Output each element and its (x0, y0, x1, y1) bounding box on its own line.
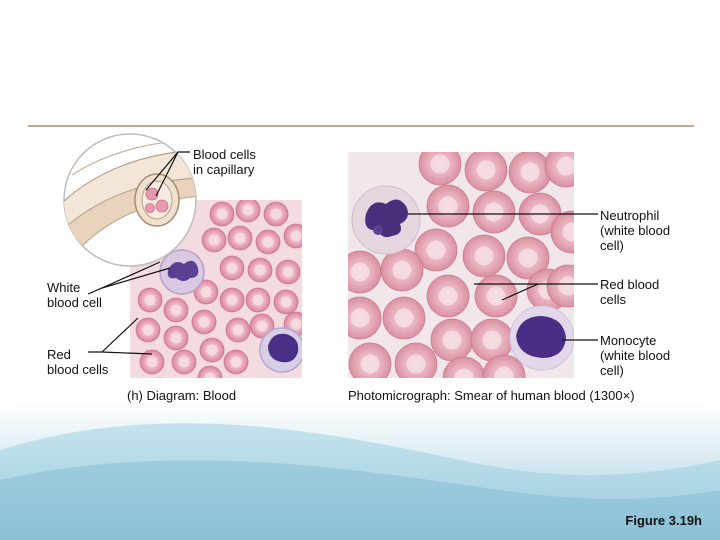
red-blood-cell-center (562, 222, 574, 242)
caption-diagram: (h) Diagram: Blood (127, 388, 237, 403)
red-blood-cell-center (518, 248, 538, 268)
label-line: (white blood (600, 348, 671, 363)
label-line: Blood cells (193, 147, 256, 162)
red-blood-cell-center (558, 276, 574, 296)
red-blood-cell-center (486, 286, 506, 306)
red-blood-cell-center (198, 316, 210, 328)
red-blood-cell-center (474, 246, 494, 266)
label-line: Red (47, 347, 71, 362)
red-blood-cell-center (484, 202, 504, 222)
red-blood-cell-center (476, 160, 496, 180)
red-blood-cell-center (252, 294, 264, 306)
red-blood-cell-center (178, 356, 190, 368)
label-line: cell) (600, 363, 624, 378)
header-rule (28, 125, 694, 127)
red-blood-cell-center (282, 266, 294, 278)
figure-number: Figure 3.19h (625, 513, 702, 528)
label-line: Red blood (600, 277, 660, 292)
label-red-blood-cells-right: Red blood cells (600, 277, 659, 307)
diagram-monocyte (259, 327, 302, 373)
red-blood-cell-center (438, 286, 458, 306)
label-line: Monocyte (600, 333, 657, 348)
red-blood-cell-center (256, 320, 268, 332)
label-line: cell) (600, 238, 624, 253)
red-blood-cell-center (234, 232, 246, 244)
diagram-white-cell (159, 249, 205, 295)
red-blood-cell-center (394, 308, 414, 328)
red-blood-cell-center (170, 304, 182, 316)
photo-monocyte (509, 305, 574, 371)
red-blood-cell-center (454, 368, 474, 378)
red-blood-cell-center (144, 294, 156, 306)
label-line: cells (600, 292, 627, 307)
background-wave (0, 423, 720, 540)
red-blood-cell-center (200, 286, 212, 298)
label-line: Neutrophil (600, 208, 660, 223)
red-blood-cell-center (280, 296, 292, 308)
label-white-blood-cell: White blood cell (47, 280, 102, 310)
red-blood-cell-center (142, 324, 154, 336)
red-blood-cell-center (406, 354, 426, 374)
red-blood-cell-center (204, 372, 216, 378)
label-line: blood cell (47, 295, 102, 310)
label-red-blood-cells-left: Red blood cells (47, 347, 108, 377)
red-blood-cell-center (208, 234, 220, 246)
label-line: (white blood (600, 223, 671, 238)
red-blood-cell-center (350, 308, 370, 328)
red-blood-cell (550, 210, 574, 254)
red-blood-cell-center (438, 196, 458, 216)
red-blood-cell-center (392, 260, 412, 280)
label-line: blood cells (47, 362, 109, 377)
red-blood-cell-center (290, 230, 302, 242)
red-blood-cell (442, 356, 486, 378)
red-blood-cell-center (556, 156, 574, 176)
red-blood-cell-center (350, 262, 370, 282)
red-blood-cell-center (242, 204, 254, 216)
red-blood-cell-center (442, 330, 462, 350)
label-line: in capillary (193, 162, 255, 177)
label-blood-cells-capillary: Blood cells in capillary (193, 147, 256, 177)
red-blood-cell-center (170, 332, 182, 344)
red-blood-cell-center (230, 356, 242, 368)
red-blood-cell-center (226, 262, 238, 274)
photo-neutrophil (351, 185, 421, 255)
red-blood-cell (197, 365, 223, 378)
caption-photomicrograph: Photomicrograph: Smear of human blood (1… (348, 388, 635, 403)
red-blood-cell (482, 354, 526, 378)
red-blood-cell-center (360, 354, 380, 374)
capillary-magnifier (63, 133, 197, 267)
red-blood-cell-center (430, 154, 450, 174)
red-blood-cell-center (520, 162, 540, 182)
red-blood-cell-center (482, 330, 502, 350)
red-blood-cell-center (270, 208, 282, 220)
photomicrograph (348, 152, 574, 378)
red-blood-cell-center (290, 318, 302, 330)
red-blood-cell-center (146, 356, 158, 368)
red-blood-cell-center (426, 240, 446, 260)
red-blood-cell-center (216, 208, 228, 220)
red-blood-cell-center (494, 366, 514, 378)
red-blood-cell-center (254, 264, 266, 276)
label-monocyte: Monocyte (white blood cell) (600, 333, 670, 378)
leader-lines (87, 151, 598, 355)
red-blood-cell-center (226, 294, 238, 306)
red-blood-cell-center (232, 324, 244, 336)
red-blood-cell-center (206, 344, 218, 356)
label-neutrophil: Neutrophil (white blood cell) (600, 208, 670, 253)
red-blood-cell-center (262, 236, 274, 248)
label-line: White (47, 280, 81, 295)
